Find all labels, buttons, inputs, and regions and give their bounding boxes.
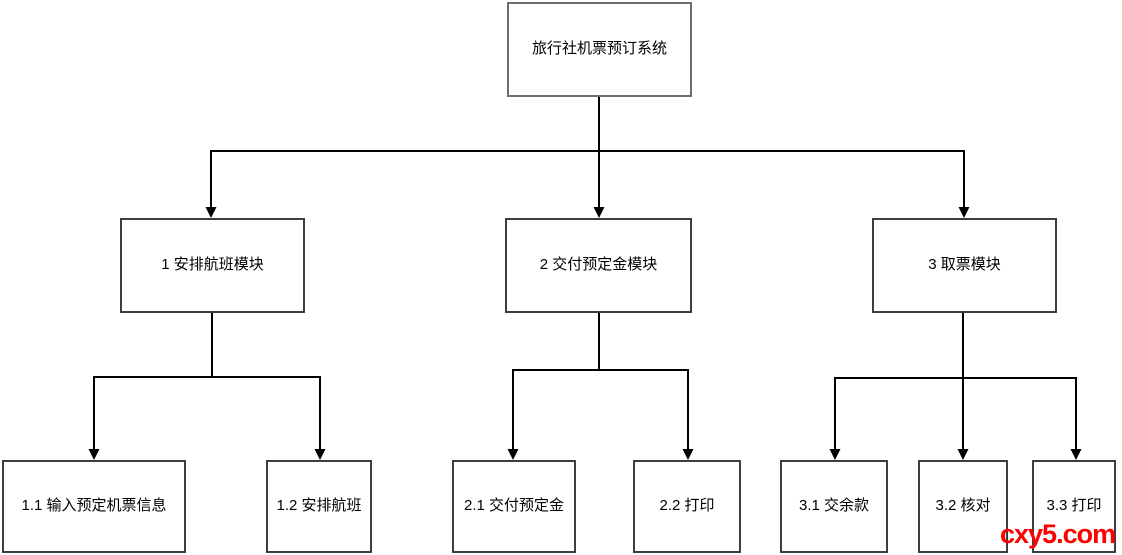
node-label: 2.1 交付预定金 <box>463 497 565 515</box>
node-label: 3 取票模块 <box>928 256 1001 274</box>
node-root-system: 旅行社机票预订系统 <box>507 2 692 97</box>
watermark-text: cxy5.com <box>1000 519 1116 549</box>
node-submodule-1-1: 1.1 输入预定机票信息 <box>2 460 186 553</box>
node-submodule-2-2: 2.2 打印 <box>633 460 741 553</box>
node-submodule-1-2: 1.2 安排航班 <box>266 460 372 553</box>
node-submodule-3-2: 3.2 核对 <box>918 460 1008 553</box>
arrow-down-icon <box>507 449 519 460</box>
node-module-1: 1 安排航班模块 <box>120 218 305 313</box>
arrow-down-icon <box>593 207 605 218</box>
node-module-3: 3 取票模块 <box>872 218 1057 313</box>
arrow-down-icon <box>829 449 841 460</box>
connector-module3-to-children <box>834 313 1077 451</box>
arrow-down-icon <box>1070 449 1082 460</box>
node-submodule-3-3: 3.3 打印 <box>1032 460 1116 553</box>
connector-module2-to-children <box>512 313 689 451</box>
node-submodule-3-1: 3.1 交余款 <box>780 460 888 553</box>
arrow-down-icon <box>314 449 326 460</box>
node-label: 3.2 核对 <box>935 497 991 515</box>
connector-module1-to-children <box>93 313 321 451</box>
node-label: 1 安排航班模块 <box>161 256 264 274</box>
node-submodule-2-1: 2.1 交付预定金 <box>452 460 576 553</box>
arrowheads <box>88 207 1082 460</box>
arrow-down-icon <box>205 207 217 218</box>
node-label: 1.1 输入预定机票信息 <box>21 497 167 515</box>
node-label: 2 交付预定金模块 <box>539 256 658 274</box>
connector-root-to-modules <box>210 97 965 209</box>
node-label: 旅行社机票预订系统 <box>531 40 667 58</box>
arrow-down-icon <box>957 449 969 460</box>
node-module-2: 2 交付预定金模块 <box>505 218 692 313</box>
node-label: 3.1 交余款 <box>798 497 870 515</box>
arrow-down-icon <box>958 207 970 218</box>
node-label: 3.3 打印 <box>1046 497 1102 515</box>
node-label: 1.2 安排航班 <box>276 497 362 515</box>
arrow-down-icon <box>88 449 100 460</box>
arrow-down-icon <box>682 449 694 460</box>
node-label: 2.2 打印 <box>659 497 715 515</box>
